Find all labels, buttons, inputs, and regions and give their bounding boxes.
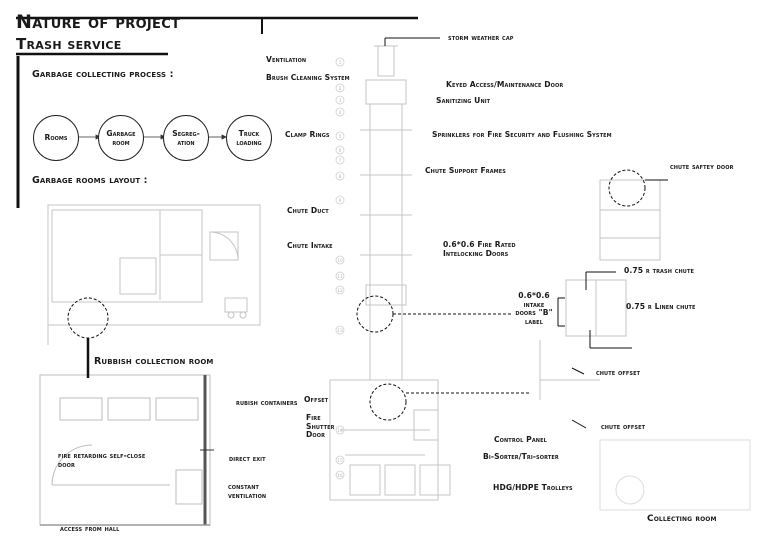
label-safety-door: chute saftey door [670,162,734,171]
chute-number: 12 [337,288,343,294]
chute-leaders [384,37,440,46]
garbage-room-plan [47,204,261,345]
label-sorter: Bi-Sorter/Tri-sorter [483,452,559,461]
chute-number-marker [335,145,345,155]
chute-number-marker [335,171,345,181]
label-linen-chute: 0.75 r Linen chute [626,302,696,311]
label-intake-doors: 0.6*0.6 intake doors "B" label [515,291,553,327]
layout-heading: Garbage rooms layout : [32,175,148,186]
chute-number: 10 [337,258,343,264]
chute-number: 13 [337,328,343,334]
chute-number-marker [335,455,345,465]
label-containers: rubish containers [236,398,298,407]
chute-number: 14 [337,428,343,434]
page-subtitle: Trash service [16,35,122,53]
label-support-frames: Chute Support Frames [425,166,506,175]
label-storm-cap: storm weather cap [448,33,514,42]
chute-number-marker [335,155,345,165]
chute-number-marker [335,83,345,93]
chute-elevation [329,45,751,511]
chute-number: 16 [337,473,343,479]
process-step-truck-loading: Truck loading [226,115,272,161]
chute-number-marker [335,255,345,265]
chute-number-marker [335,131,345,141]
chute-number: 3 [339,98,342,104]
chute-number: 9 [339,198,342,204]
label-rubbish-room: Rubbish collection room [94,356,214,367]
label-control-panel: Control Panel [494,435,547,444]
chute-number: 15 [337,458,343,464]
chute-number: 1 [339,60,342,66]
chute-number-marker [335,271,345,281]
chute-number: 8 [339,174,342,180]
chute-number-marker [335,57,345,67]
dashed-callouts [67,169,668,429]
label-ventilation: Ventilation [266,55,307,64]
header-rules [16,16,418,208]
chute-number-marker [335,470,345,480]
label-sanitizing: Sanitizing Unit [436,96,491,105]
process-step-segregation: Segreg-ation [163,115,209,161]
label-brush-cleaning: Brush Cleaning System [266,73,350,82]
chute-number: 4 [339,110,342,116]
right-plans [539,179,661,400]
label-chute-offset-1: chute offset [596,368,641,377]
chute-number: 6 [339,148,342,154]
chute-number-marker [335,195,345,205]
chute-number: 2 [339,86,342,92]
chute-number-marker [335,107,345,117]
label-fire-door: fire retarding self-close door [58,451,146,469]
chute-number-marker [335,285,345,295]
label-access-hall: access from hall [60,524,120,533]
label-fire-rated-doors: 0.6*0.6 Fire Rated Intelocking Doors [443,240,516,258]
chute-number-marker [335,95,345,105]
chute-number-marker [335,425,345,435]
process-step-rooms: Rooms [33,115,79,161]
label-offset: Offset [304,395,329,404]
label-collecting-room: Collecting room [647,514,717,524]
label-chute-duct: Chute Duct [287,206,329,215]
chute-number: 5 [339,134,342,140]
label-constant-ventilation: constant ventilation [228,482,267,500]
label-clamp-rings: Clamp Rings [285,130,330,139]
label-keyed-access: Keyed Access/Maintenance Door [446,80,564,89]
label-chute-intake: Chute Intake [287,241,333,250]
rubbish-room-plan [39,374,214,526]
label-fire-shutter: Fire Shutter Door [306,413,335,440]
label-chute-offset-2: chute offset [601,422,646,431]
label-trolleys: HDG/HDPE Trolleys [493,483,573,492]
label-sprinklers: Sprinklers for Fire Security and Flushin… [432,130,612,139]
chute-number: 11 [337,274,343,280]
process-heading: Garbage collecting process : [32,69,174,80]
label-direct-exit: direct exit [229,454,266,463]
chute-number: 7 [339,158,342,164]
chute-number-marker [335,325,345,335]
process-step-garbage-room: Garbage room [98,115,144,161]
page-title: Nature of project [16,11,181,33]
label-trash-chute: 0.75 r trash chute [624,266,694,275]
